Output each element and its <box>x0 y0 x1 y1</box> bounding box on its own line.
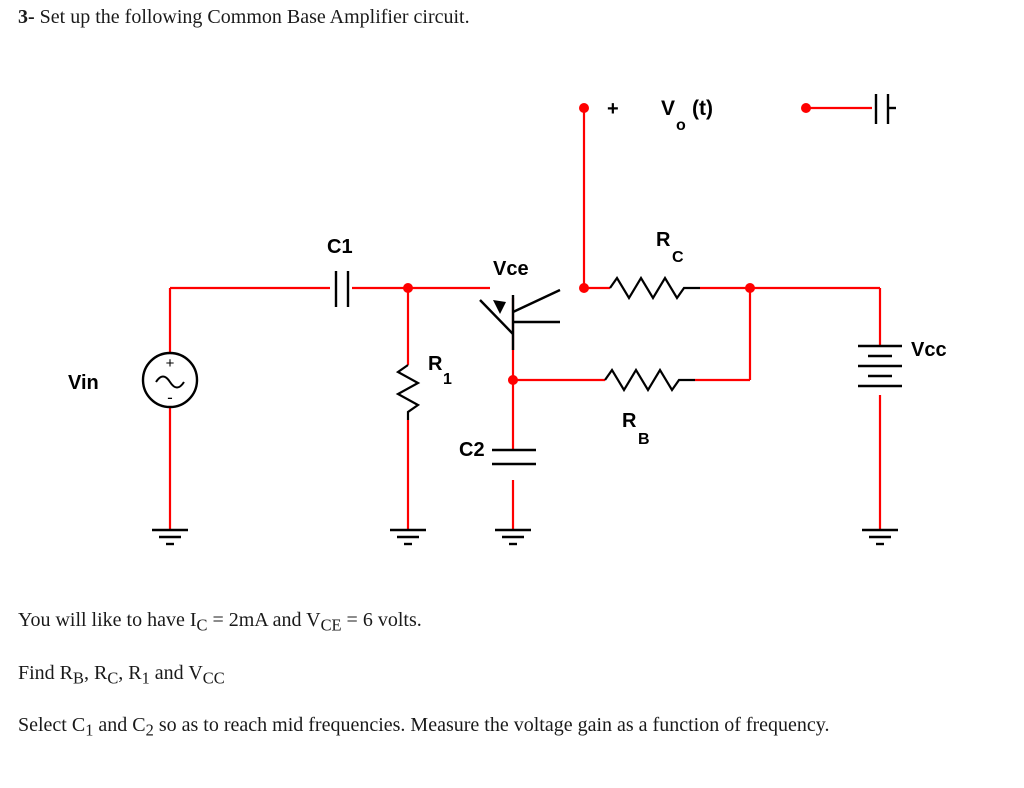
find-c: and V <box>149 662 203 684</box>
emitter-arrow <box>493 300 506 314</box>
label-rc-sub: C <box>672 249 684 266</box>
red-wire-network <box>168 106 882 530</box>
label-c2: C2 <box>459 439 485 461</box>
select-sub-1: 1 <box>85 720 94 740</box>
find-b: , R <box>118 662 142 684</box>
label-r1: R <box>428 353 443 375</box>
label-vo: V <box>661 97 675 120</box>
spec-sub-c: C <box>196 615 208 635</box>
question-title: 3- Set up the following Common Base Ampl… <box>18 6 470 29</box>
spec-pre: You will like to have I <box>18 609 197 631</box>
label-vcc: Vcc <box>911 339 947 361</box>
find-sub-b: B <box>73 668 84 688</box>
resistor-rb <box>604 367 695 393</box>
find-pre: Find R <box>18 662 74 684</box>
node-dots <box>403 103 811 385</box>
voltage-source-vin: + - <box>141 351 199 409</box>
spec-post: = 6 volts. <box>341 609 422 631</box>
spec-line: You will like to have IC = 2mA and VCE =… <box>18 607 422 637</box>
select-line: Select C1 and C2 so as to reach mid freq… <box>18 712 968 742</box>
question-text: Set up the following Common Base Amplifi… <box>39 6 470 28</box>
select-mid: and C <box>93 714 146 736</box>
label-vo-tail: (t) <box>692 97 713 120</box>
capacitor-c1 <box>334 271 350 307</box>
label-vin: Vin <box>68 372 99 394</box>
resistor-rc <box>609 275 700 301</box>
transistor-npn <box>479 288 561 350</box>
resistor-r1 <box>395 364 421 420</box>
label-rb: R <box>622 410 637 432</box>
label-output-plus: + <box>607 98 619 120</box>
label-rb-sub: B <box>638 431 650 448</box>
label-r1-sub: 1 <box>443 371 452 388</box>
legend-capacitor-symbol <box>874 94 896 124</box>
capacitor-c2 <box>492 448 536 466</box>
select-sub-2: 2 <box>145 720 154 740</box>
label-vce: Vce <box>493 258 529 280</box>
find-a: , R <box>83 662 108 684</box>
ground-symbols <box>152 528 898 546</box>
select-pre: Select C <box>18 714 86 736</box>
label-c1: C1 <box>327 236 353 258</box>
find-line: Find RB, RC, R1 and VCC <box>18 660 225 690</box>
source-plus-label: + <box>166 355 175 372</box>
label-vo-sub: o <box>676 117 686 134</box>
spec-sub-ce: CE <box>320 615 342 635</box>
find-sub-c: C <box>107 668 119 688</box>
question-number: 3- <box>18 6 35 28</box>
circuit-diagram: + - <box>0 50 1024 590</box>
battery-vcc <box>858 344 902 388</box>
label-rc: R <box>656 229 671 251</box>
spec-mid: = 2mA and V <box>207 609 321 631</box>
source-minus-label: - <box>167 388 173 407</box>
find-sub-cc: CC <box>202 668 225 688</box>
select-post: so as to reach mid frequencies. Measure … <box>153 714 830 736</box>
find-sub-1: 1 <box>141 668 150 688</box>
